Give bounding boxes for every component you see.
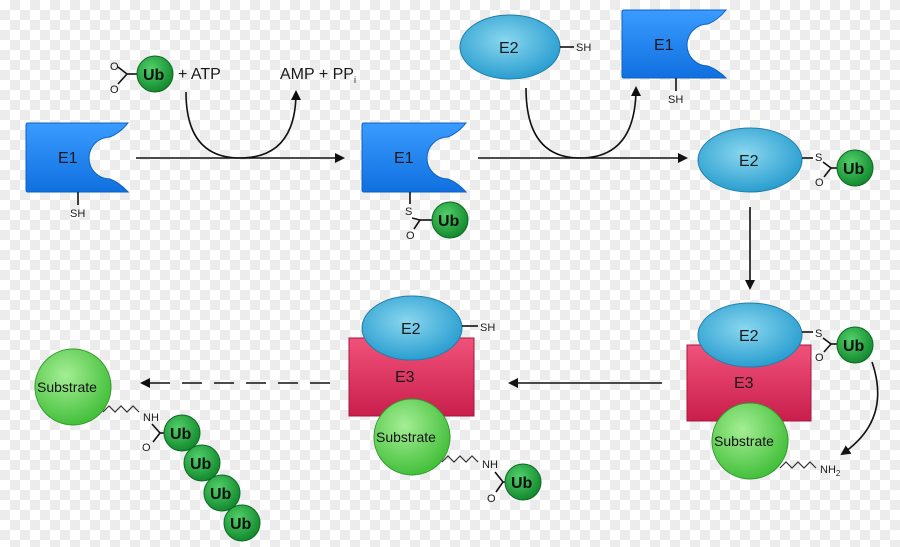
substrate-label: Substrate [37,379,97,395]
s-label: S [405,206,412,218]
substrate-label: Substrate [714,433,774,449]
o-label: O [815,352,824,364]
ub-label: Ub [170,426,192,443]
substrate-label: Substrate [376,429,436,445]
ub-label: Ub [843,338,865,355]
o-label: O [142,442,151,454]
sh-label: SH [668,94,683,106]
amp-ppi-label: AMP + PPi [280,66,356,85]
e1-released-enzyme: E1 SH [621,9,728,106]
e1-label: E1 [58,150,78,167]
e2-label: E2 [739,328,759,345]
e1-label: E1 [394,150,414,167]
polyubiquitinated-substrate: Substrate NH O Ub Ub Ub Ub [34,348,261,542]
ub-label: Ub [143,67,165,84]
curved-arrow-icon [840,361,879,456]
atp-label: + ATP [178,66,221,83]
ub-label: Ub [210,486,232,503]
nh2-label: NH2 [820,464,841,478]
e1-label: E1 [654,37,674,54]
nh-label: NH [143,412,159,424]
ubiquitinated-substrate-complex: E2 SH E3 Substrate NH O Ub [348,295,542,505]
o-label: O [110,84,119,96]
e2-label: E2 [739,153,759,170]
sh-label: SH [70,208,85,220]
ub-label: Ub [190,456,212,473]
e3-label: E3 [395,369,415,386]
ub-label: Ub [438,213,460,230]
o-label: O [815,177,824,189]
sh-label: SH [576,42,591,54]
curved-arrow-icon [185,90,301,159]
ub-atp-reactant: O O Ub + ATP [110,55,221,96]
o-label: O [487,493,496,505]
e1-free-enzyme: E1 SH [25,122,130,220]
e2-e3-substrate-complex: E2 E3 Substrate S O Ub NH2 [686,302,874,480]
e2-label: E2 [499,40,519,57]
ub-label: Ub [843,161,865,178]
e2-label: E2 [401,321,421,338]
s-label: S [815,328,822,340]
o-label: O [406,230,415,242]
ub-label: Ub [511,475,533,492]
curved-arrow-icon [525,86,641,159]
o-label: O [110,61,119,73]
e3-label: E3 [734,375,754,392]
s-label: S [815,152,822,164]
e2-ub-thioester: E2 S O Ub [697,127,874,193]
e2-free-enzyme: E2 SH [459,14,591,80]
ub-label: Ub [230,516,252,533]
sh-label: SH [480,322,495,334]
e1-ub-thioester: E1 S O Ub [361,122,469,242]
nh-label: NH [482,459,498,471]
